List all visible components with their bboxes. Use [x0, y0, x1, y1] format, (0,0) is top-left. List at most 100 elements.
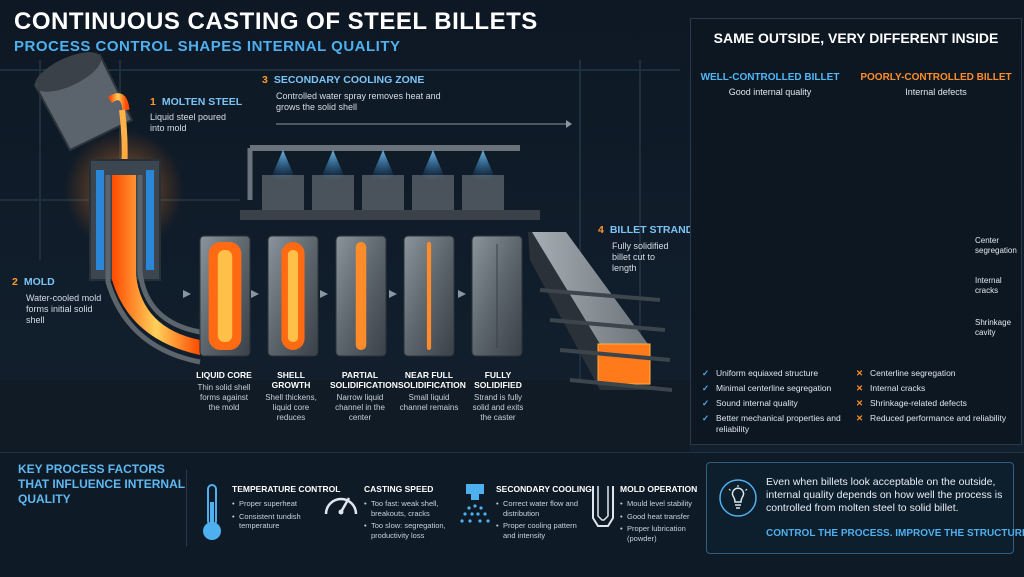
stage-5-title: FULLY SOLIDIFIED [474, 370, 522, 390]
step-3: 3 SECONDARY COOLING ZONE Controlled water… [262, 74, 462, 113]
step-1-label: MOLTEN STEEL [161, 96, 243, 108]
stage-3-title: PARTIAL SOLIDIFICATION [330, 370, 398, 390]
callout-center-segregation: Center segregation [975, 236, 1017, 255]
stage-1-caption: LIQUID CORE Thin solid shell forms again… [196, 370, 252, 413]
gauge-icon [324, 497, 358, 515]
list-item-text: Shrinkage-related defects [870, 398, 967, 408]
step-2-desc: Water-cooled mold forms initial solid sh… [26, 293, 102, 325]
factor-point: Mould level stability [620, 499, 700, 509]
factor-title: SECONDARY COOLING [496, 484, 592, 494]
step-2: 2 MOLD Water-cooled mold forms initial so… [12, 276, 112, 326]
mold-icon [592, 486, 614, 527]
step-4-number: 4 [598, 224, 604, 236]
stage-1-title: LIQUID CORE [196, 370, 252, 380]
stage-2-caption: SHELL GROWTH Shell thickens, liquid core… [262, 370, 320, 423]
list-item: ✓ Minimal centerline segregation [702, 383, 844, 394]
list-item: ✕ Centerline segregation [856, 368, 1016, 379]
stage-liquid-core-4 [426, 242, 432, 350]
bad-billet-list: ✕ Centerline segregation ✕ Internal cracks… [856, 368, 1016, 428]
divider [186, 470, 187, 546]
stage-5-caption: FULLY SOLIDIFIED Strand is fully solid a… [466, 370, 530, 423]
factor-point: Proper lubrication (powder) [620, 524, 700, 543]
good-billet-list: ✓ Uniform equiaxed structure ✓ Minimal cen… [702, 368, 844, 439]
factor-point: Correct water flow and distribution [496, 499, 588, 518]
cooling-pipes [240, 145, 540, 220]
factor-point: Consistent tundish temperature [232, 512, 322, 531]
list-item-text: Better mechanical properties and reliabi… [716, 413, 841, 434]
stage-4-caption: NEAR FULL SOLIDIFICATION Small liquid ch… [398, 370, 466, 413]
stage-1-desc: Thin solid shell forms against the mold [197, 383, 251, 412]
step-4-title: 4 BILLET STRAND [598, 224, 693, 236]
list-item: ✓ Sound internal quality [702, 398, 844, 409]
spray-nozzle-icon [460, 484, 490, 523]
check-icon: ✓ [702, 398, 710, 408]
cross-icon: ✕ [856, 398, 864, 408]
stage-2-desc: Shell thickens, liquid core reduces [265, 393, 317, 422]
list-item-text: Minimal centerline segregation [716, 383, 832, 393]
factor-title: MOLD OPERATION [620, 484, 698, 494]
check-icon: ✓ [702, 383, 710, 393]
step-3-number: 3 [262, 74, 268, 86]
list-item-text: Internal cracks [870, 383, 926, 393]
page-title: CONTINUOUS CASTING OF STEEL BILLETS [14, 8, 538, 35]
stage-3-desc: Narrow liquid channel in the center [335, 393, 385, 422]
stage-4-desc: Small liquid channel remains [399, 393, 459, 412]
billet-strand [528, 232, 673, 392]
comparison-panel [690, 18, 1022, 445]
factor-mold-operation: MOLD OPERATION Mould level stability Goo… [620, 484, 700, 546]
cross-icon: ✕ [856, 383, 864, 393]
step-4: 4 BILLET STRAND Fully solidified billet c… [598, 224, 693, 274]
solidification-stages [199, 235, 523, 357]
list-item: ✕ Shrinkage-related defects [856, 398, 1016, 409]
check-icon: ✓ [702, 413, 710, 423]
list-item: ✕ Internal cracks [856, 383, 1016, 394]
stage-5-desc: Strand is fully solid and exits the cast… [472, 393, 524, 422]
step-2-title: 2 MOLD [12, 276, 112, 288]
factor-title: CASTING SPEED [364, 484, 434, 494]
list-item-text: Uniform equiaxed structure [716, 368, 819, 378]
step-1-number: 1 [150, 96, 156, 108]
step-3-label: SECONDARY COOLING ZONE [273, 74, 425, 86]
cross-icon: ✕ [856, 413, 864, 423]
step-2-label: MOLD [23, 276, 55, 288]
list-item: ✓ Uniform equiaxed structure [702, 368, 844, 379]
good-billet-title: WELL-CONTROLLED BILLET [700, 72, 840, 83]
list-item-text: Sound internal quality [716, 398, 798, 408]
page-subtitle: PROCESS CONTROL SHAPES INTERNAL QUALITY [14, 38, 401, 55]
step-4-desc: Fully solidified billet cut to length [612, 241, 669, 273]
step-3-desc: Controlled water spray removes heat and … [276, 91, 441, 112]
factor-point: Too fast: weak shell, breakouts, cracks [364, 499, 456, 518]
callout-shrinkage-cavity: Shrinkage cavity [975, 318, 1012, 337]
factor-point: Proper superheat [232, 499, 322, 509]
ladle [33, 52, 134, 152]
check-icon: ✓ [702, 368, 710, 378]
stage-core-highlight-2 [287, 250, 299, 342]
list-item-text: Reduced performance and reliability [870, 413, 1007, 423]
step-4-label: BILLET STRAND [609, 224, 694, 236]
bad-billet-title: POORLY-CONTROLLED BILLET [860, 72, 1012, 83]
bad-billet-subtitle: Internal defects [905, 87, 967, 97]
stage-2-title: SHELL GROWTH [271, 370, 311, 390]
key-factors-title: KEY PROCESS FACTORS THAT INFLUENCE INTER… [18, 462, 185, 506]
factor-title: TEMPERATURE CONTROL [232, 484, 341, 494]
key-message-box [706, 462, 1014, 554]
step-2-number: 2 [12, 276, 18, 288]
thermometer-icon [203, 484, 221, 540]
step-1-title: 1 MOLTEN STEEL [150, 96, 250, 108]
list-item-text: Centerline segregation [870, 368, 956, 378]
key-message-text: Even when billets look acceptable on the… [766, 476, 1003, 514]
comparison-title: SAME OUTSIDE, VERY DIFFERENT INSIDE [713, 30, 999, 46]
step-3-title: 3 SECONDARY COOLING ZONE [262, 74, 462, 86]
list-item: ✓ Better mechanical properties and reliab… [702, 413, 844, 435]
factor-casting-speed: CASTING SPEED Too fast: weak shell, brea… [364, 484, 456, 543]
factor-secondary-cooling: SECONDARY COOLING Correct water flow and… [496, 484, 592, 543]
key-message-cta: CONTROL THE PROCESS. IMPROVE THE STRUCTU… [766, 528, 1024, 539]
good-billet-subtitle: Good internal quality [728, 87, 812, 97]
step-1-desc: Liquid steel poured into mold [150, 112, 227, 133]
callout-internal-cracks: Internal cracks [975, 276, 1002, 295]
factor-point: Too slow: segregation, productivity loss [364, 521, 456, 540]
stage-arrows [183, 290, 466, 298]
stage-core-highlight-1 [217, 250, 233, 342]
cross-icon: ✕ [856, 368, 864, 378]
stage-4-title: NEAR FULL SOLIDIFICATION [398, 370, 466, 390]
